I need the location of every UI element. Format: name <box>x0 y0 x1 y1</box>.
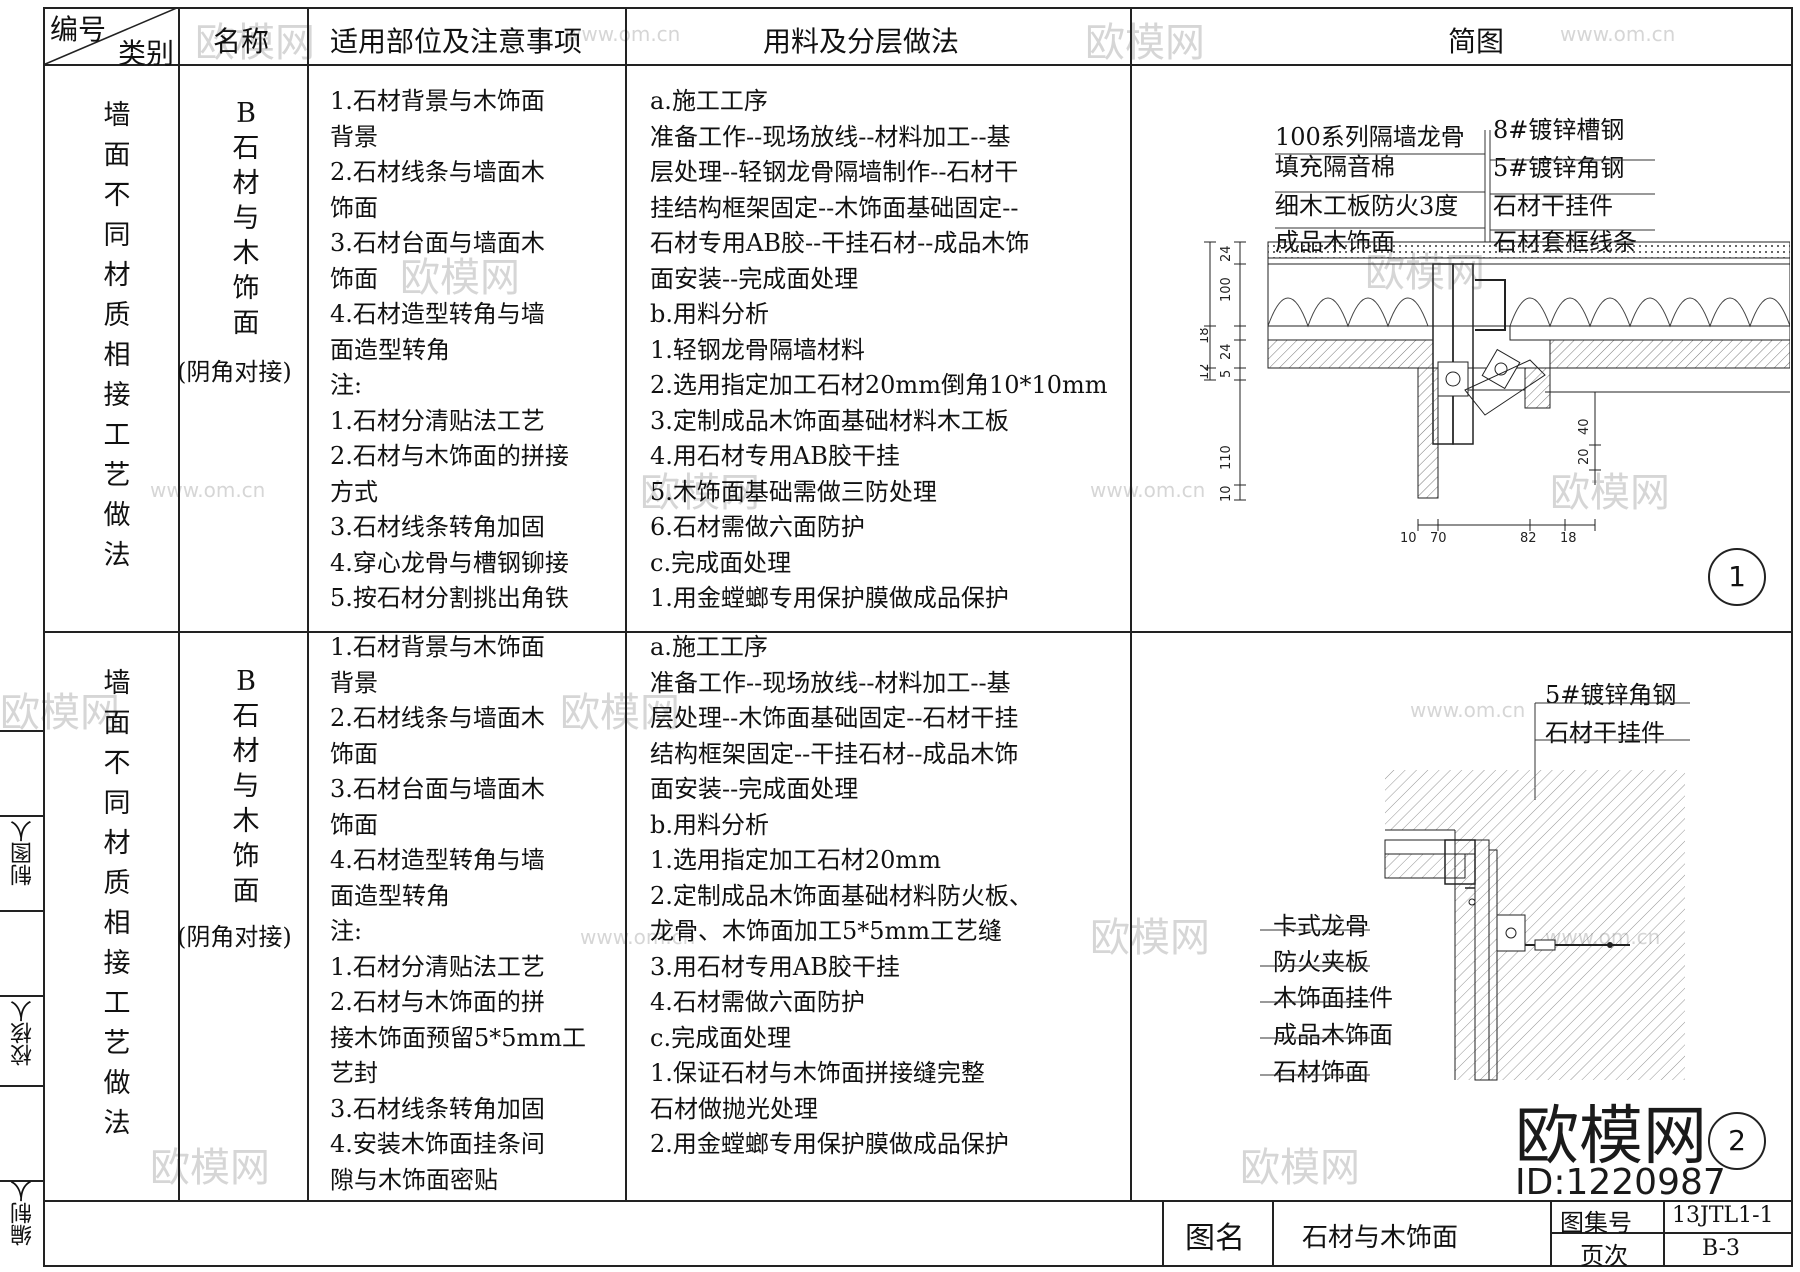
watermark-url: www.om.cn <box>580 925 696 949</box>
col-line-1 <box>178 7 180 1202</box>
row1-dim: 82 <box>1520 531 1537 546</box>
sidebar-zhitu: 制图人 <box>11 820 36 886</box>
table-border-right <box>1791 7 1793 1267</box>
col-line-4 <box>1130 7 1132 1202</box>
sidebar-line <box>0 910 44 912</box>
sidebar-bianzhi: 编制人 <box>11 1180 36 1246</box>
footer-tujihao-label: 图集号 <box>1560 1209 1632 1237</box>
row1-dim: 24 <box>1219 343 1234 360</box>
row1-name-main: B石材与木饰面 <box>232 98 260 339</box>
footer-top-line <box>43 1200 1793 1202</box>
header-leibie: 类别 <box>118 37 175 70</box>
watermark-brand-large: 欧模网 <box>1515 1100 1707 1174</box>
header-diagonal-line <box>43 7 180 66</box>
row1-section-drawing: 24 100 24 18 12 5 110 10 40 20 10 70 82 … <box>1200 130 1790 546</box>
row1-dim: 10 <box>1400 531 1417 546</box>
footer-tuming-label: 图名 <box>1185 1221 1245 1256</box>
row2-label-left: 卡式龙骨 <box>1273 912 1369 940</box>
row1-label-right: 8#镀锌槽钢 <box>1493 116 1625 144</box>
row2-detail-number-text: 2 <box>1728 1124 1746 1157</box>
watermark-brand: 欧模网 <box>1090 915 1210 961</box>
watermark-brand: 欧模网 <box>400 255 520 301</box>
row2-notes: 1.石材背景与木饰面 背景 2.石材线条与墙面木 饰面 3.石材台面与墙面木 饰… <box>330 633 587 1194</box>
footer-divider <box>1272 1200 1274 1266</box>
row1-label-right: 石材干挂件 <box>1493 192 1613 220</box>
row1-method: a.施工工序 准备工作--现场放线--材料加工--基 层处理--轻钢龙骨隔墙制作… <box>650 87 1108 612</box>
row1-dim: 100 <box>1219 277 1234 302</box>
header-yongliao: 用料及分层做法 <box>763 25 960 58</box>
footer-divider <box>1162 1200 1164 1266</box>
row1-label-left: 细木工板防火3度 <box>1275 192 1459 220</box>
row1-dim: 110 <box>1219 445 1234 470</box>
row1-notes: 1.石材背景与木饰面 背景 2.石材线条与墙面木 饰面 3.石材台面与墙面木 饰… <box>330 87 569 612</box>
row1-detail-number: 1 <box>1708 548 1766 606</box>
header-jiantu: 简图 <box>1448 25 1505 58</box>
watermark-id: ID:1220987 <box>1515 1162 1726 1203</box>
watermark-brand: 欧模网 <box>1240 1145 1360 1191</box>
watermark-brand: 欧模网 <box>560 690 680 736</box>
row2-label-top: 石材干挂件 <box>1545 719 1665 747</box>
row1-category: 墙面不同材质相接工艺做法 <box>103 100 131 571</box>
row1-dim: 5 <box>1219 370 1234 378</box>
watermark-url: www.om.cn <box>150 478 266 502</box>
row2-label-left: 成品木饰面 <box>1273 1021 1393 1049</box>
row-divider <box>43 631 1793 633</box>
row1-label-left: 100系列隔墙龙骨 <box>1275 123 1465 151</box>
watermark-brand: 欧模网 <box>0 690 120 736</box>
row1-dim: 18 <box>1560 531 1577 546</box>
row2-category: 墙面不同材质相接工艺做法 <box>103 668 131 1139</box>
watermark-url: www.om.cn <box>565 22 681 46</box>
sidebar-line <box>0 1180 44 1182</box>
row1-dim: 20 <box>1577 448 1592 465</box>
footer-mid-line <box>1550 1232 1793 1234</box>
row1-dim: 12 <box>1200 363 1212 380</box>
header-mingcheng: 名称 <box>213 25 270 58</box>
row1-dim: 40 <box>1577 418 1592 435</box>
header-shiyong: 适用部位及注意事项 <box>330 25 583 58</box>
footer-tuming-value: 石材与木饰面 <box>1302 1223 1459 1253</box>
watermark-brand: 欧模网 <box>195 20 315 66</box>
row1-detail-number-text: 1 <box>1728 560 1746 593</box>
row2-label-left: 木饰面挂件 <box>1273 984 1393 1012</box>
watermark-url: www.om.cn <box>1410 698 1526 722</box>
watermark-brand: 欧模网 <box>1550 470 1670 516</box>
row1-dim: 70 <box>1430 531 1447 546</box>
sidebar-line <box>0 1085 44 1087</box>
row2-label-left: 石材饰面 <box>1273 1058 1369 1086</box>
sidebar-line <box>0 815 44 817</box>
table-border-bottom <box>43 1265 1793 1267</box>
row1-dim: 10 <box>1219 485 1234 502</box>
sidebar-line <box>0 995 44 997</box>
col-line-3 <box>625 7 627 1202</box>
sidebar-jiaohe: 校核人 <box>11 1000 36 1066</box>
row2-method: a.施工工序 准备工作--现场放线--材料加工--基 层处理--木饰面基础固定-… <box>650 633 1033 1158</box>
watermark-brand: 欧模网 <box>1085 20 1205 66</box>
watermark-brand: 欧模网 <box>150 1145 270 1191</box>
row1-dim: 18 <box>1200 327 1212 344</box>
table-border-left <box>43 7 45 1267</box>
header-bottom-line <box>43 64 1793 66</box>
watermark-url: www.om.cn <box>1560 22 1676 46</box>
row1-name-sub: (阴角对接) <box>177 358 292 386</box>
row2-detail-number: 2 <box>1708 1112 1766 1170</box>
watermark-url: www.om.cn <box>1090 478 1206 502</box>
row1-dim: 24 <box>1219 245 1234 262</box>
footer-yeci-value: B-3 <box>1702 1236 1741 1261</box>
watermark-brand: 欧模网 <box>640 470 760 516</box>
row2-name-sub: (阴角对接) <box>177 923 292 951</box>
col-line-2 <box>307 7 309 1202</box>
row2-section-drawing <box>1260 702 1690 1081</box>
table-border-top <box>43 7 1793 9</box>
row2-label-left: 防火夹板 <box>1273 948 1369 976</box>
footer-tujihao-value: 13JTL1-1 <box>1672 1203 1774 1228</box>
footer-yeci-label: 页次 <box>1580 1242 1628 1270</box>
row2-name-main: B石材与木饰面 <box>232 666 260 907</box>
row1-label-left: 填充隔音棉 <box>1275 153 1395 181</box>
row2-label-top: 5#镀锌角钢 <box>1545 681 1677 709</box>
header-bianhao: 编号 <box>50 13 107 46</box>
row1-label-right: 5#镀锌角钢 <box>1493 154 1625 182</box>
sidebar-line <box>0 730 44 732</box>
